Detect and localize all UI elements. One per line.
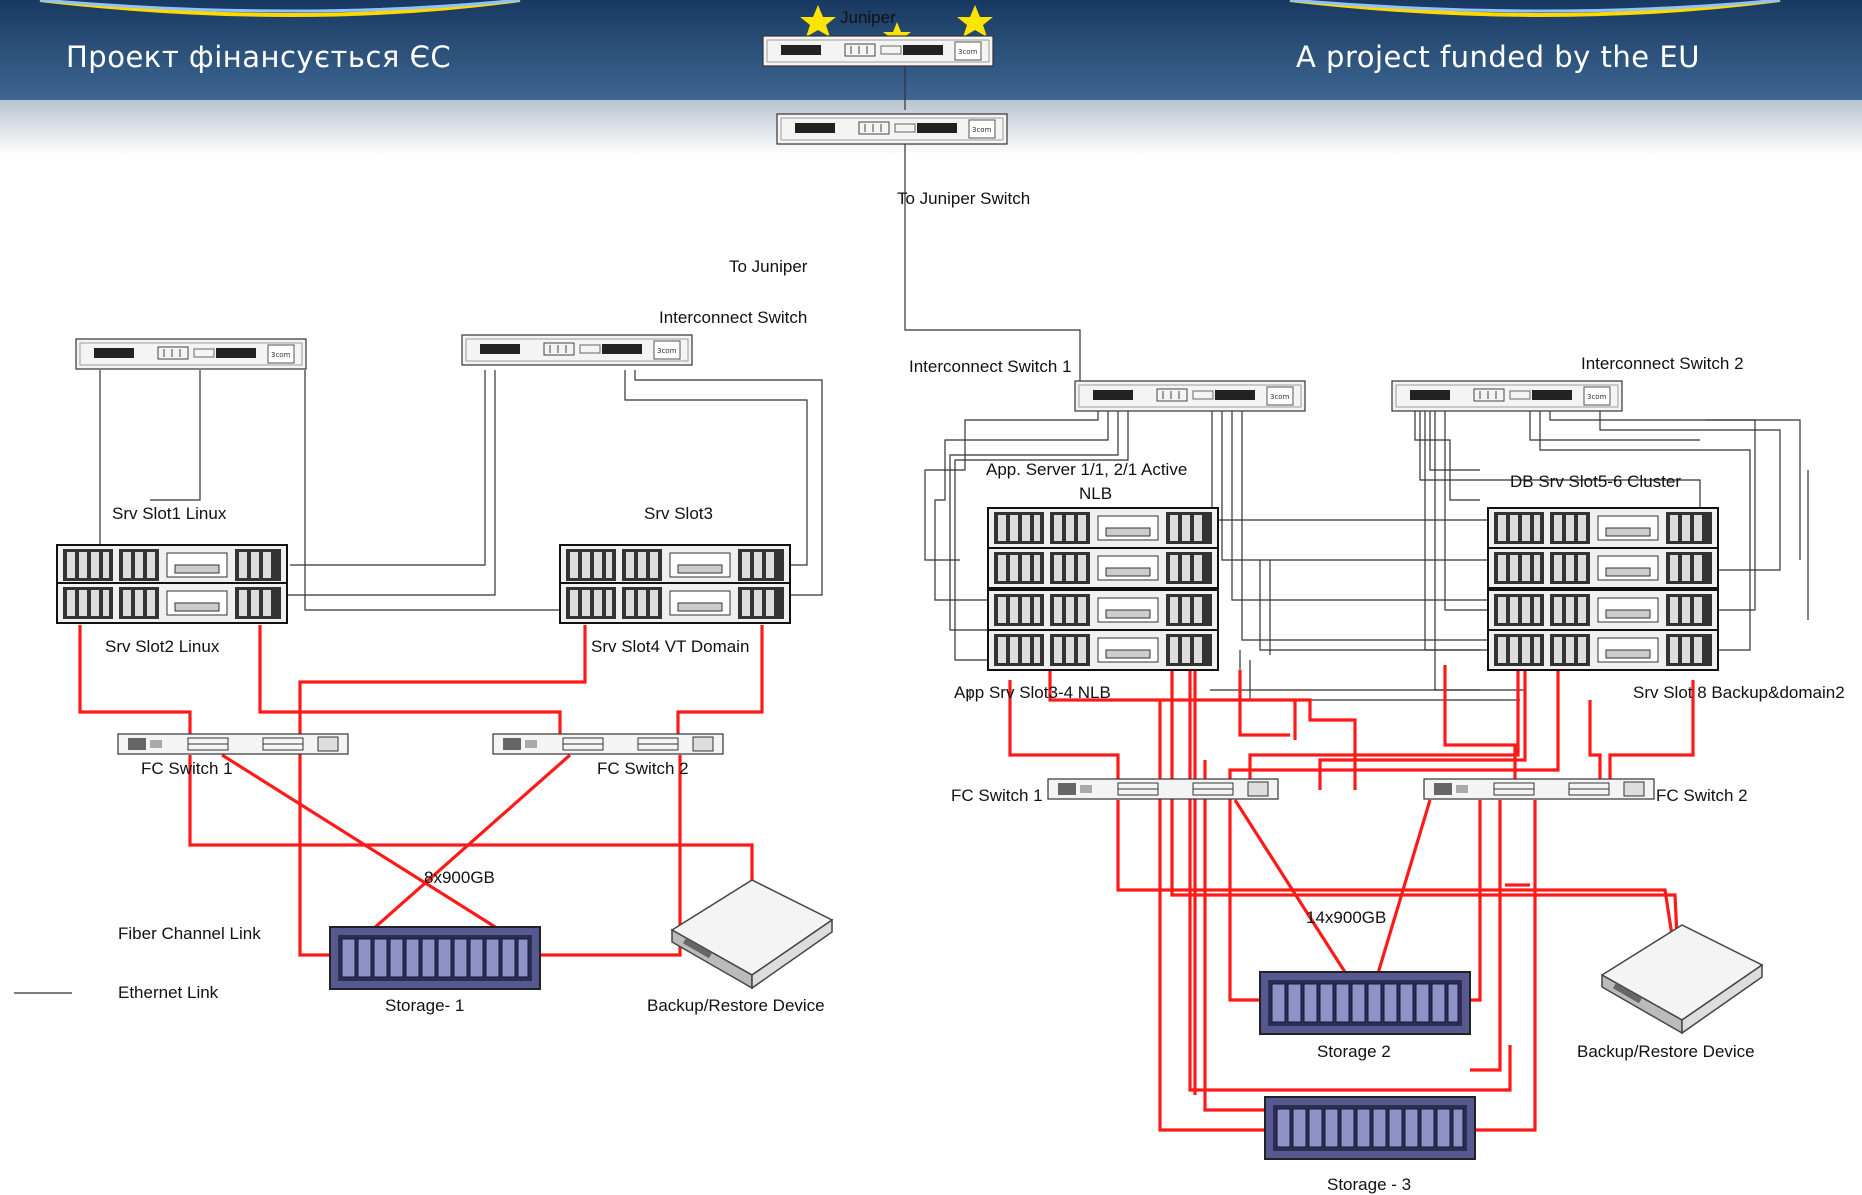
srv-slot8-label: Srv Slot 8 Backup&domain2 — [1633, 683, 1845, 702]
interconnect-switch-2-label: Interconnect Switch 2 — [1581, 354, 1744, 373]
app-server-3 — [987, 589, 1219, 631]
interconnect-switch-2 — [1391, 380, 1623, 412]
juniper-switch-2 — [776, 113, 1008, 145]
app-server-1 — [987, 507, 1219, 549]
juniper-switch — [762, 35, 994, 67]
legend-fiber-label: Fiber Channel Link — [118, 924, 261, 943]
eu-star-icon — [883, 22, 911, 47]
storage-1-icon — [329, 926, 541, 990]
fc-switch-2-right — [1423, 778, 1655, 800]
capacity-left-label: 8x900GB — [424, 868, 495, 887]
backup-device-left-icon — [671, 879, 833, 989]
storage-3-icon — [1264, 1096, 1476, 1160]
backup-right-label: Backup/Restore Device — [1577, 1042, 1755, 1061]
fc-switch-2-left-label: FC Switch 2 — [597, 759, 689, 778]
to-juniper-switch-label: To Juniper Switch — [897, 189, 1031, 208]
storage-2-icon — [1259, 971, 1471, 1035]
storage-3-label: Storage - 3 — [1327, 1175, 1412, 1194]
switch-left-1 — [75, 338, 307, 370]
interconnect-switch-label: Interconnect Switch — [659, 308, 808, 327]
fc-switch-2-left — [492, 733, 724, 755]
server-slot2 — [56, 582, 288, 624]
interconnect-switch-1-label: Interconnect Switch 1 — [909, 357, 1072, 376]
fc-switch-1-left-label: FC Switch 1 — [141, 759, 233, 778]
ethernet-links — [14, 65, 1809, 994]
header-right-text: A project funded by the EU — [1296, 40, 1700, 74]
fc-switch-1-right — [1047, 778, 1279, 800]
app-server-active-label-2: NLB — [1079, 484, 1113, 503]
eu-star-icon — [800, 5, 836, 37]
fiber-channel-links — [78, 625, 1695, 1132]
srv-slot3-label: Srv Slot3 — [644, 504, 713, 523]
srv-slot2-label: Srv Slot2 Linux — [105, 637, 220, 656]
app-server-4 — [987, 629, 1219, 671]
storage-2-label: Storage 2 — [1317, 1042, 1391, 1061]
server-slot1 — [56, 544, 288, 586]
fc-switch-1-right-label: FC Switch 1 — [951, 786, 1043, 805]
db-server-6 — [1487, 547, 1719, 589]
srv-slot1-label: Srv Slot1 Linux — [112, 504, 227, 523]
storage-1-label: Storage- 1 — [385, 996, 465, 1015]
juniper-label: Juniper — [840, 8, 896, 27]
db-cluster-label: DB Srv Slot5-6 Cluster — [1510, 472, 1681, 491]
interconnect-switch-1 — [1074, 380, 1306, 412]
db-server-7 — [1487, 589, 1719, 631]
interconnect-switch-left — [461, 334, 693, 366]
app-slot34-label: App Srv Slot3-4 NLB — [954, 683, 1111, 702]
db-server-8 — [1487, 629, 1719, 671]
server-slot4 — [559, 582, 791, 624]
db-server-5 — [1487, 507, 1719, 549]
app-server-active-label: App. Server 1/1, 2/1 Active — [986, 460, 1188, 479]
app-server-2 — [987, 547, 1219, 589]
backup-device-right-icon — [1601, 924, 1763, 1034]
srv-slot4-label: Srv Slot4 VT Domain — [591, 637, 750, 656]
server-slot3 — [559, 544, 791, 586]
fc-switch-2-right-label: FC Switch 2 — [1656, 786, 1748, 805]
eu-star-icon — [957, 5, 993, 37]
header-left-text: Проект фінансується ЄС — [66, 40, 452, 74]
legend-ethernet-label: Ethernet Link — [118, 983, 219, 1002]
fc-switch-1-left — [117, 733, 349, 755]
to-juniper-label: To Juniper — [729, 257, 808, 276]
capacity-right-label: 14x900GB — [1306, 908, 1387, 927]
backup-left-label: Backup/Restore Device — [647, 996, 825, 1015]
